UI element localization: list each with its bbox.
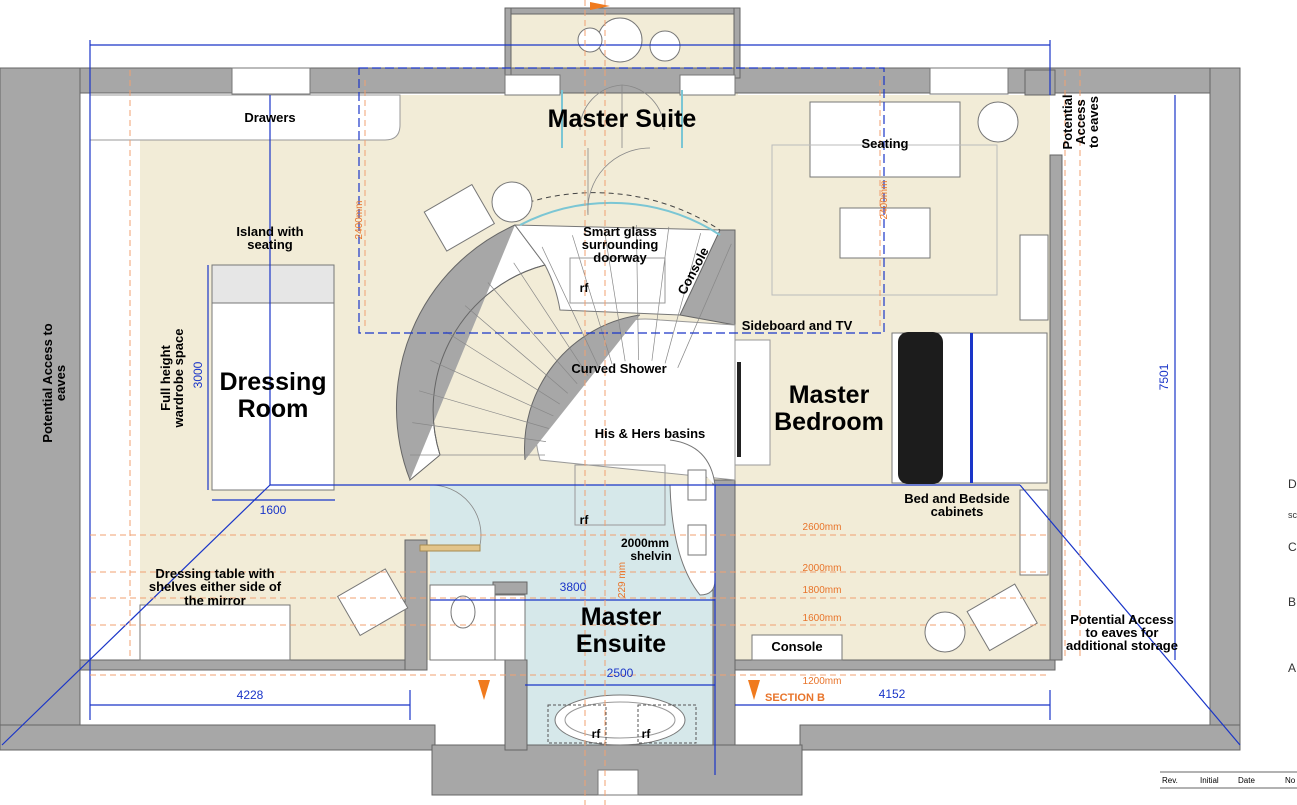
dim-7501: 7501 [1157,363,1171,390]
basins-label: His & Hers basins [595,426,706,441]
dressing-room-label-2: Room [238,395,309,423]
staircase [395,192,736,482]
drawers-label: Drawers [244,110,295,125]
bed-label-1: Bed and Bedside [904,491,1009,506]
stair-tread [412,422,546,442]
dim-1600mm: 1600mm [803,613,842,624]
potential-right-label-2: Access [1073,99,1088,145]
furniture [89,17,1049,796]
stair-treads [410,225,732,456]
title-initial: Initial [1200,776,1219,785]
side-letter-c: C [1288,540,1297,554]
stair-tread [419,390,549,429]
stair-tread [677,243,732,368]
dim-4152: 4152 [879,687,906,701]
master-ensuite-label-2: Ensuite [576,630,666,658]
master-bedroom-label-2: Bedroom [774,408,884,436]
smart-glass-label-3: doorway [593,250,647,265]
stair-tread [664,233,702,364]
dim-229: 229 mm [617,562,628,598]
stair-tread [636,225,639,361]
dim-2600: 2600mm [803,522,842,533]
dim-1600: 1600 [260,503,287,517]
walls [0,7,1241,796]
dim-2400-right: 2400mm [879,181,890,220]
dim-4228: 4228 [237,688,264,702]
side-letter-d: D [1288,477,1297,491]
dim-2400-left: 2400mm [354,201,365,240]
rf-label-stair: rf [580,281,590,295]
sideboard-label: Sideboard and TV [742,318,853,333]
rf-label-ensuite: rf [580,513,590,527]
smart-glass-label-1: Smart glass [583,224,657,239]
rf-label-bath-right: rf [642,727,652,741]
rf-label-bath-left: rf [592,727,602,741]
bed-label-2: cabinets [931,504,984,519]
side-letter-sc: sc [1288,510,1297,520]
dressing-table-label-2: shelves either side of [149,579,282,594]
wardrobe-label-1: Full height [158,344,173,410]
stair-tread [651,226,670,361]
dressing-table-label-3: the mirror [184,593,245,608]
wardrobe-label-2: wardrobe space [171,329,186,429]
stair-tread [541,246,600,370]
section-markers [478,2,760,700]
seating-label: Seating [862,136,909,151]
dressing-table-label-1: Dressing table with [155,566,274,581]
shelving-label-1: 2000mm [621,536,669,550]
master-bedroom-label-1: Master [789,381,870,409]
potential-right-label-3: to eaves [1086,96,1101,148]
potential-left-label-1: Potential Access to [40,323,55,443]
blue-lines [1,40,1241,775]
curved-shower-label: Curved Shower [571,361,666,376]
doors [419,84,683,552]
stair-tread [603,227,626,362]
master-suite-label: Master Suite [548,105,697,133]
potential-right-label-1: Potential [1060,95,1075,150]
dressing-room-label-1: Dressing [220,368,327,396]
stair-tread [464,305,568,394]
potential-storage-label-2: to eaves for [1086,625,1159,640]
dim-3000: 3000 [191,361,205,388]
title-rev: Rev. [1162,776,1178,785]
dim-1800: 1800mm [803,585,842,596]
stair-tread [513,262,589,376]
smart-glass-label-2: surrounding [582,237,659,252]
orange-lines [90,0,1081,805]
dim-1200: 1200mm [803,676,842,687]
master-ensuite-label-1: Master [581,603,662,631]
island-label-2: seating [247,237,293,252]
island-label-1: Island with [236,224,303,239]
stair-tread [487,282,578,384]
stair-tread [430,360,554,417]
shelving-label-2: shelvin [630,549,671,563]
dim-2000: 2000mm [803,563,842,574]
dim-3800: 3800 [560,580,587,594]
side-letter-b: B [1288,595,1296,609]
title-date: Date [1238,776,1255,785]
potential-storage-label-3: additional storage [1066,638,1178,653]
section-b-label: SECTION B [765,692,825,704]
console-bottom-label: Console [771,639,822,654]
side-letter-a: A [1288,661,1296,675]
title-no: No [1285,776,1296,785]
dim-2500: 2500 [607,666,634,680]
stair-tread [445,331,560,405]
potential-left-label-2: eaves [53,365,68,401]
potential-storage-label-1: Potential Access [1070,612,1174,627]
